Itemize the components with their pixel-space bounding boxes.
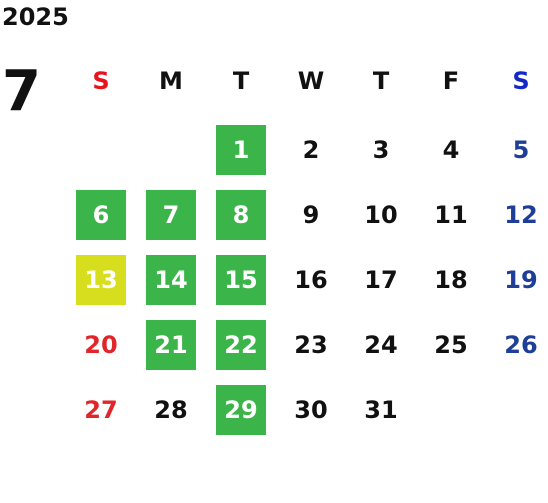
month-label: 7 [2, 59, 41, 124]
day-cell-21[interactable]: 21 [146, 320, 196, 370]
day-cell-17[interactable]: 17 [364, 266, 398, 294]
day-cell-3[interactable]: 3 [372, 136, 390, 164]
day-cell-16[interactable]: 16 [294, 266, 328, 294]
day-cell-20[interactable]: 20 [84, 331, 118, 359]
day-cell-7[interactable]: 7 [146, 190, 196, 240]
weekday-4: T [372, 67, 390, 95]
day-cell-23[interactable]: 23 [294, 331, 328, 359]
day-cell-30[interactable]: 30 [294, 396, 328, 424]
day-cell-13[interactable]: 13 [76, 255, 126, 305]
day-cell-8[interactable]: 8 [216, 190, 266, 240]
weekday-2: T [232, 67, 250, 95]
day-cell-27[interactable]: 27 [84, 396, 118, 424]
weekday-5: F [442, 67, 460, 95]
day-cell-4[interactable]: 4 [442, 136, 460, 164]
day-cell-18[interactable]: 18 [434, 266, 468, 294]
day-cell-1[interactable]: 1 [216, 125, 266, 175]
day-cell-19[interactable]: 19 [504, 266, 538, 294]
day-cell-28[interactable]: 28 [154, 396, 188, 424]
weekday-6: S [512, 67, 530, 95]
weekday-0: S [92, 67, 110, 95]
day-cell-14[interactable]: 14 [146, 255, 196, 305]
weekday-3: W [297, 67, 325, 95]
day-cell-2[interactable]: 2 [302, 136, 320, 164]
day-cell-5[interactable]: 5 [512, 136, 530, 164]
day-cell-22[interactable]: 22 [216, 320, 266, 370]
day-cell-10[interactable]: 10 [364, 201, 398, 229]
day-cell-24[interactable]: 24 [364, 331, 398, 359]
day-cell-11[interactable]: 11 [434, 201, 468, 229]
day-cell-15[interactable]: 15 [216, 255, 266, 305]
day-cell-25[interactable]: 25 [434, 331, 468, 359]
weekday-1: M [159, 67, 183, 95]
day-cell-6[interactable]: 6 [76, 190, 126, 240]
day-cell-9[interactable]: 9 [302, 201, 320, 229]
day-cell-26[interactable]: 26 [504, 331, 538, 359]
year-label: 2025 [2, 3, 69, 31]
day-cell-29[interactable]: 29 [216, 385, 266, 435]
day-cell-12[interactable]: 12 [504, 201, 538, 229]
day-cell-31[interactable]: 31 [364, 396, 398, 424]
